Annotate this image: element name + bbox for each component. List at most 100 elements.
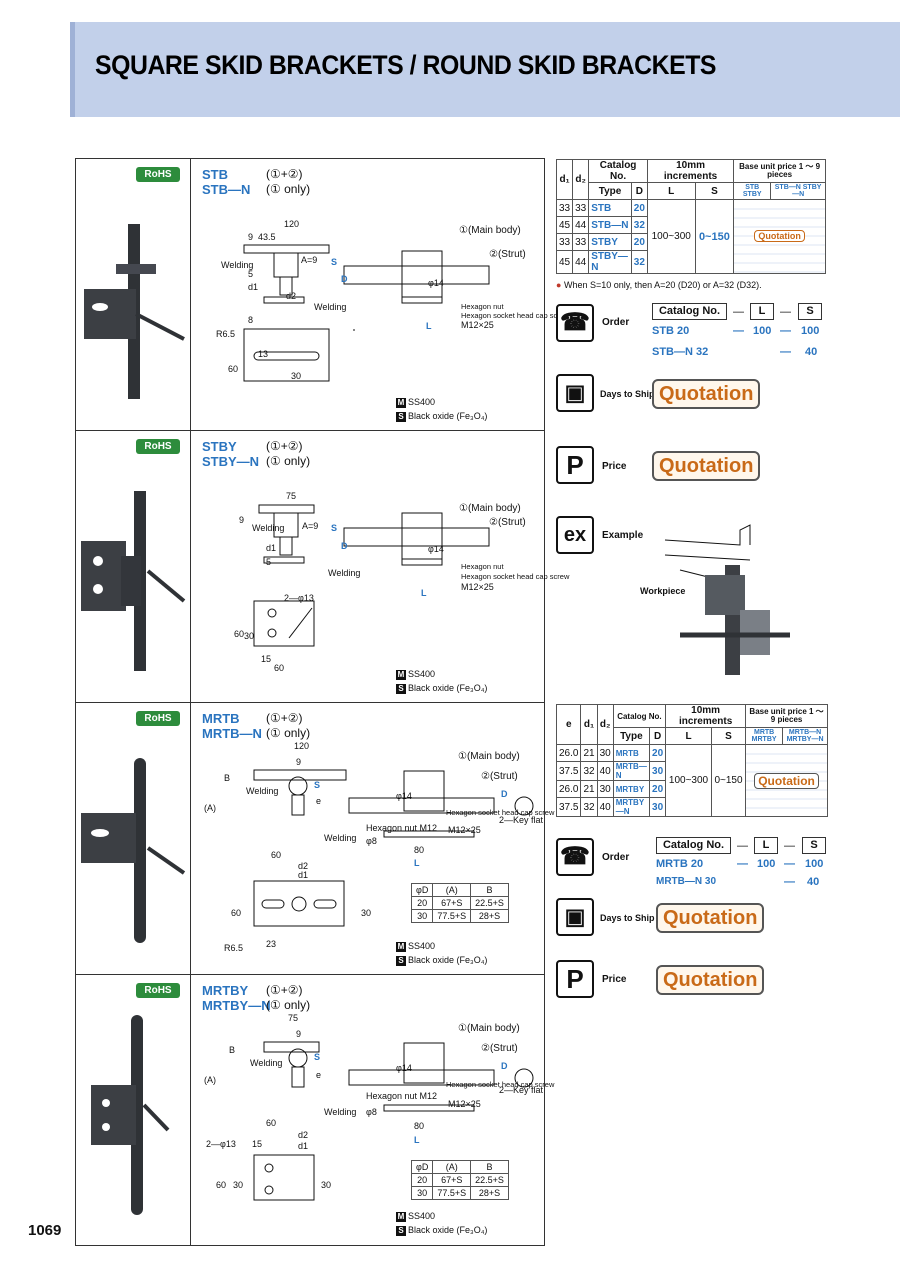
table-cell: 30: [596, 780, 614, 798]
order-example: 40: [805, 346, 818, 358]
table-note: ● When S=10 only, then A=20 (D20) or A=3…: [556, 280, 762, 290]
drawing-label: D: [341, 541, 348, 551]
drawing-label: 9: [248, 232, 254, 242]
drawing-label: Welding: [221, 260, 254, 270]
drawing-label: Welding: [328, 568, 361, 578]
finish-value: Black oxide (Fe₃O₄): [408, 683, 488, 693]
drawing-label: Hexagon nut: [461, 302, 504, 311]
technical-drawing: [253, 1041, 534, 1201]
table-header: (A): [432, 1160, 472, 1174]
table-cell: 77.5+S: [432, 1186, 472, 1200]
table-cell: 28+S: [470, 1186, 509, 1200]
table-cell: 30: [596, 744, 614, 762]
table-header: L: [665, 727, 712, 745]
table-cell: 32: [580, 797, 598, 817]
product-photo: [81, 491, 186, 671]
drawing-label: Hexagon socket head cap screw: [446, 808, 555, 817]
table-header: MRTB—N MRTBY—N: [782, 727, 828, 745]
section-mrtb: RoHS MRTB (①+②) MRTB—N (① only) 120 9 B …: [75, 702, 554, 975]
table-cell: 37.5: [555, 761, 582, 781]
phone-icon: ☎: [556, 304, 594, 342]
table-header: 10mm increments: [665, 704, 747, 728]
drawing-label: ②(Strut): [489, 249, 526, 260]
table-cell: MRTB: [612, 744, 651, 762]
drawing-label: 60: [228, 364, 239, 374]
table-header: e: [555, 704, 582, 745]
order-dash: —: [733, 306, 744, 318]
product-name: STBY: [202, 439, 237, 454]
drawing-label: 120: [294, 741, 310, 751]
table-cell: 0~150: [694, 199, 735, 274]
drawing-label: ②(Strut): [481, 771, 518, 782]
drawing-label: 5: [248, 269, 254, 279]
drawing-label: ①(Main body): [458, 1023, 520, 1034]
table-cell: 28+S: [470, 909, 509, 923]
drawing-label: 9: [239, 515, 245, 525]
drawing-label: L: [426, 321, 432, 331]
drawing-label: R6.5: [224, 943, 244, 953]
drawing-label: 120: [284, 219, 300, 229]
order-header: L: [750, 303, 774, 320]
ship-quotation: Quotation: [652, 379, 761, 409]
surface-icon: S: [396, 412, 406, 422]
table-cell: 20: [410, 896, 434, 910]
table-header: D: [649, 727, 667, 745]
product-name-n: STB—N: [202, 182, 251, 197]
section-stby: RoHS STBY (①+②) STBY—N (① only) 75 9: [75, 430, 569, 703]
product-name: MRTB: [202, 711, 240, 726]
drawing-label: φ8: [366, 836, 377, 846]
drawing-label: Welding: [250, 1058, 283, 1068]
example-label: Example: [602, 530, 644, 541]
order-example: MRTB—N 30: [656, 876, 717, 887]
product-name-n: STBY—N: [202, 454, 260, 469]
table-header: Catalog No.: [588, 159, 648, 183]
table-cell: 67+S: [432, 896, 472, 910]
table-cell: 21: [580, 744, 598, 762]
table-cell: STB: [588, 199, 632, 217]
drawing-label: 2—φ13: [284, 593, 314, 603]
table-cell: STBY: [588, 233, 632, 251]
table-cell: 0~150: [710, 744, 747, 817]
drawing-label: 30: [291, 371, 302, 381]
drawing-label: L: [414, 858, 420, 868]
drawing-label: ②(Strut): [481, 1043, 518, 1054]
table-header: B: [470, 883, 509, 897]
material-value: SS400: [408, 941, 436, 951]
drawing-label: Hexagon nut M12: [366, 1091, 438, 1101]
table-cell: 33: [572, 233, 590, 251]
table-cell: 26.0: [555, 744, 582, 762]
rohs-badge: RoHS: [136, 167, 180, 182]
drawing-label: 9: [296, 757, 302, 767]
drawing-label: 9: [296, 1029, 302, 1039]
drawing-label: A=9: [301, 255, 318, 265]
drawing-label: e: [316, 1070, 322, 1080]
page-number: 1069: [28, 1222, 62, 1239]
ship-label: Days to Ship: [600, 913, 655, 923]
price-label: Price: [602, 461, 627, 472]
drawing-label: d2: [286, 291, 297, 301]
product-name: MRTBY: [202, 983, 249, 998]
section-mrtby: RoHS MRTBY (①+②) MRTBY—N (① only) 75 9 B…: [75, 974, 554, 1246]
drawing-label: 2—Key flat: [499, 815, 544, 825]
page-title: SQUARE SKID BRACKETS / ROUND SKID BRACKE…: [95, 50, 717, 80]
table-header: Base unit price 1 〜 9 pieces: [745, 704, 828, 728]
workpiece-label: Workpiece: [640, 586, 686, 596]
table-cell: 32: [630, 250, 648, 274]
technical-drawing: [253, 504, 490, 647]
table-header: D: [630, 182, 648, 200]
drawing-label: d2: [298, 1130, 309, 1140]
table-cell: 33: [555, 199, 574, 217]
drawing-label: 60: [231, 908, 242, 918]
material-icon: M: [396, 398, 406, 408]
table-cell: 20: [630, 233, 648, 251]
order-label: Order: [602, 317, 630, 328]
table-cell: 30: [410, 909, 434, 923]
drawing-label: M12×25: [461, 582, 494, 592]
price-cell: Quotation: [733, 199, 826, 274]
drawing-label: M12×25: [461, 320, 494, 330]
product-photo-cell: RoHS: [76, 431, 191, 702]
material-value: SS400: [408, 669, 436, 679]
drawing-label: S: [314, 1052, 321, 1062]
